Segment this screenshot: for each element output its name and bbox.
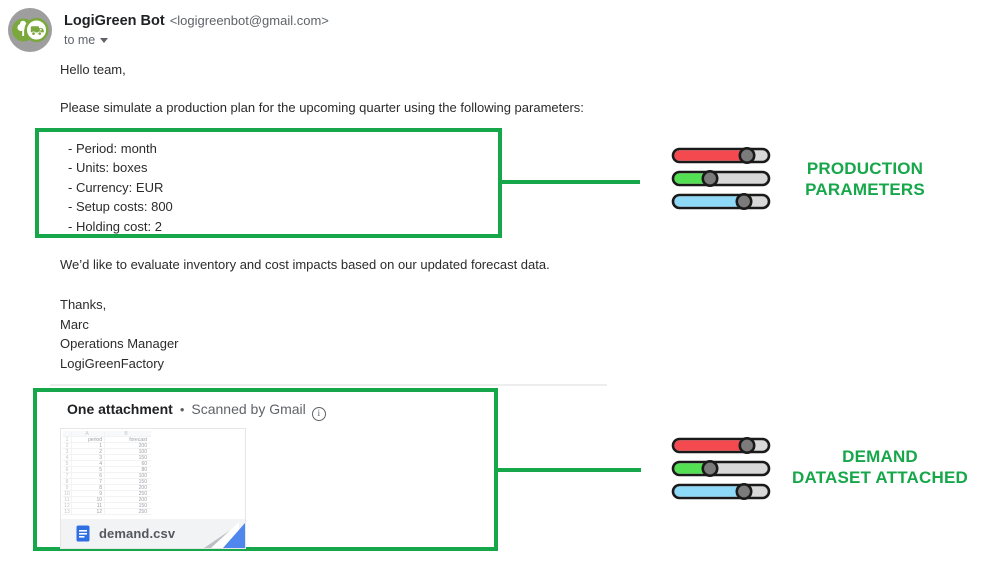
sheet-letter-row: A B xyxy=(63,431,151,437)
to-me-dropdown[interactable]: to me xyxy=(64,33,109,47)
greeting-text: Hello team, xyxy=(60,62,126,77)
parameter-line: - Currency: EUR xyxy=(68,179,164,195)
sheet-col-letter: A xyxy=(71,431,104,436)
attachment-divider xyxy=(50,384,607,386)
demand-dataset-label: DEMAND DATASET ATTACHED xyxy=(758,446,1000,488)
production-parameters-label: PRODUCTION PARAMETERS xyxy=(785,158,945,200)
parameter-line: - Holding cost: 2 xyxy=(68,218,162,234)
parameter-line: - Period: month xyxy=(68,141,157,156)
sliders-icon xyxy=(670,435,772,512)
parameter-line: - Units: boxes xyxy=(68,160,148,176)
sender-email: <logigreenbot@gmail.com> xyxy=(169,13,329,28)
label-line: PARAMETERS xyxy=(805,180,925,199)
info-icon[interactable]: i xyxy=(311,407,326,421)
intro-text: Please simulate a production plan for th… xyxy=(60,100,584,115)
signature-line: LogiGreenFactory xyxy=(60,355,165,371)
signature-line: Marc xyxy=(60,316,89,332)
parameter-list: - Period: month - Units: boxes - Currency:… xyxy=(39,132,498,236)
evaluation-text: We’d like to evaluate inventory and cost… xyxy=(60,257,550,272)
sliders-icon xyxy=(670,145,772,222)
logigreen-logo-icon xyxy=(8,8,52,52)
sheet-col-letter: B xyxy=(104,431,149,436)
sender-avatar[interactable] xyxy=(8,8,52,52)
production-parameters-highlight-box: - Period: month - Units: boxes - Currency:… xyxy=(35,128,502,238)
label-line: PRODUCTION xyxy=(806,159,924,178)
connector-line-demand xyxy=(498,468,641,472)
attachment-highlight-box xyxy=(33,388,498,551)
label-line: DEMAND xyxy=(842,447,918,466)
fold-corner-icon xyxy=(223,523,245,548)
attachment-count-text: One attachment xyxy=(67,401,173,417)
recipient-label: to me xyxy=(64,33,96,47)
attachment-file-name: demand.csv xyxy=(99,526,176,541)
connector-line-parameters xyxy=(502,180,640,184)
scanned-by-gmail-text: Scanned by Gmail xyxy=(191,401,306,417)
chevron-down-icon xyxy=(100,38,109,44)
csv-file-icon xyxy=(76,525,90,542)
sender-name: LogiGreen Bot xyxy=(64,13,165,29)
label-line: DATASET ATTACHED xyxy=(791,468,968,487)
signature-line: Operations Manager xyxy=(60,336,179,352)
dot-separator: • xyxy=(179,402,185,417)
signature-line: Thanks, xyxy=(60,297,107,312)
parameter-line: - Setup costs: 800 xyxy=(68,199,173,215)
